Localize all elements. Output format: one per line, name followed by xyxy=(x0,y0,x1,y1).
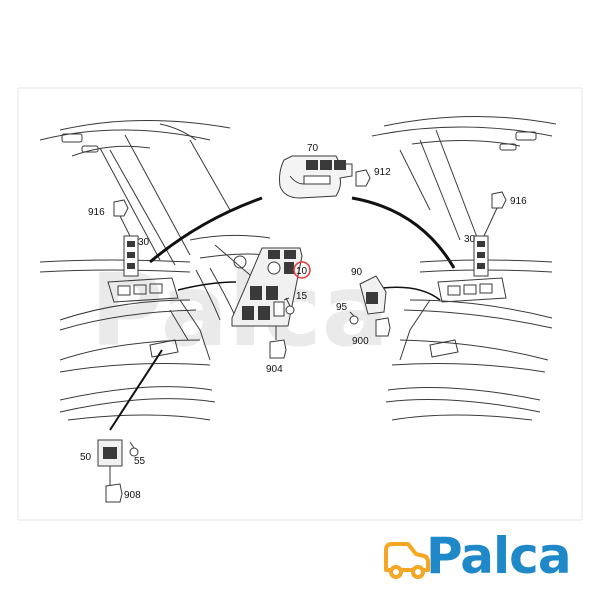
callout-30-left: 30 xyxy=(138,237,150,248)
callout-10: 10 xyxy=(296,266,308,277)
connector-912 xyxy=(355,169,371,187)
leader-curve-right xyxy=(351,196,456,269)
callout-55: 55 xyxy=(134,456,146,467)
seat-switch-70 xyxy=(279,155,353,199)
callout-90: 90 xyxy=(351,267,363,278)
right-interior-illustration xyxy=(371,116,557,421)
screw-55 xyxy=(129,441,139,457)
callout-916-left: 916 xyxy=(88,207,105,218)
callout-900: 900 xyxy=(352,336,369,347)
callout-30-right: 30 xyxy=(464,234,476,245)
connector-908 xyxy=(105,466,123,503)
connector-916-right xyxy=(483,191,507,237)
leader-line-90 xyxy=(381,286,441,301)
rear-switch-50 xyxy=(97,439,123,467)
callout-916-right: 916 xyxy=(510,196,527,207)
connector-904 xyxy=(269,326,287,359)
callout-904: 904 xyxy=(266,364,283,375)
passenger-switch-90 xyxy=(359,275,387,315)
connector-916-left xyxy=(113,199,131,237)
screw-95 xyxy=(349,311,359,325)
leader-line-50 xyxy=(109,349,163,431)
callout-908: 908 xyxy=(124,490,141,501)
leader-line-switch xyxy=(177,281,237,291)
left-interior-illustration xyxy=(39,120,271,421)
highlight-ring-10 xyxy=(293,261,311,279)
screw-15 xyxy=(283,297,295,315)
lock-switch-left xyxy=(123,235,139,277)
callout-912: 912 xyxy=(374,167,391,178)
callout-50: 50 xyxy=(80,452,92,463)
truck-icon xyxy=(384,542,430,579)
palca-logo-text: Palca xyxy=(426,527,572,585)
callout-15: 15 xyxy=(296,291,308,302)
callout-70: 70 xyxy=(307,143,319,154)
connector-900 xyxy=(375,317,391,337)
palca-logo: Palca xyxy=(382,526,582,590)
lock-switch-right xyxy=(473,235,489,277)
leader-curve-left xyxy=(149,196,263,264)
callout-95: 95 xyxy=(336,302,348,313)
window-switch-block-10 xyxy=(231,247,303,327)
diagram-frame xyxy=(17,87,583,521)
